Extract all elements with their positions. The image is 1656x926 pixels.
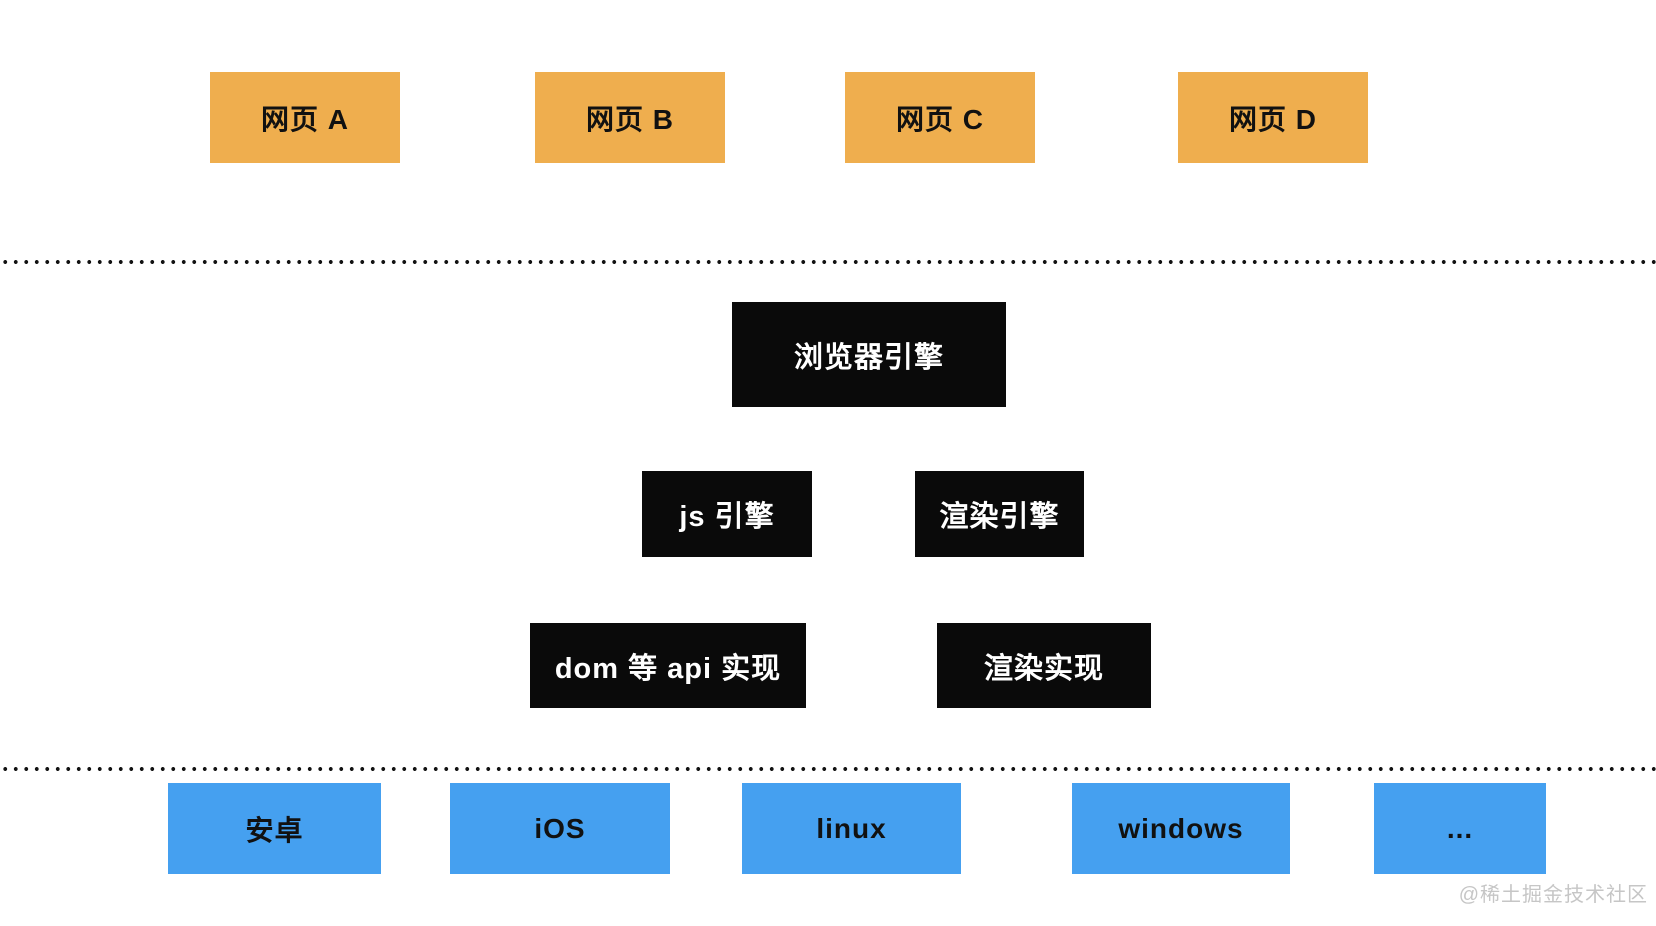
webpage-c-box: 网页 C — [845, 72, 1035, 163]
platform-ios-box: iOS — [450, 783, 670, 874]
platform-android-box: 安卓 — [168, 783, 381, 874]
webpage-a-box: 网页 A — [210, 72, 400, 163]
js-engine-box: js 引擎 — [642, 471, 812, 557]
juejin-watermark: @稀土掘金技术社区 — [1458, 884, 1648, 906]
webpage-b-box: 网页 B — [535, 72, 725, 163]
upper-dotted-divider — [0, 259, 1656, 265]
render-engine-box: 渲染引擎 — [915, 471, 1084, 557]
browser-engine-box: 浏览器引擎 — [732, 302, 1006, 407]
dom-api-impl-box: dom 等 api 实现 — [530, 623, 806, 708]
webpage-d-box: 网页 D — [1178, 72, 1368, 163]
platform-windows-box: windows — [1072, 783, 1290, 874]
lower-dotted-divider — [0, 766, 1656, 772]
platform-ellipsis-box: ... — [1374, 783, 1546, 874]
render-impl-box: 渲染实现 — [937, 623, 1151, 708]
platform-linux-box: linux — [742, 783, 961, 874]
